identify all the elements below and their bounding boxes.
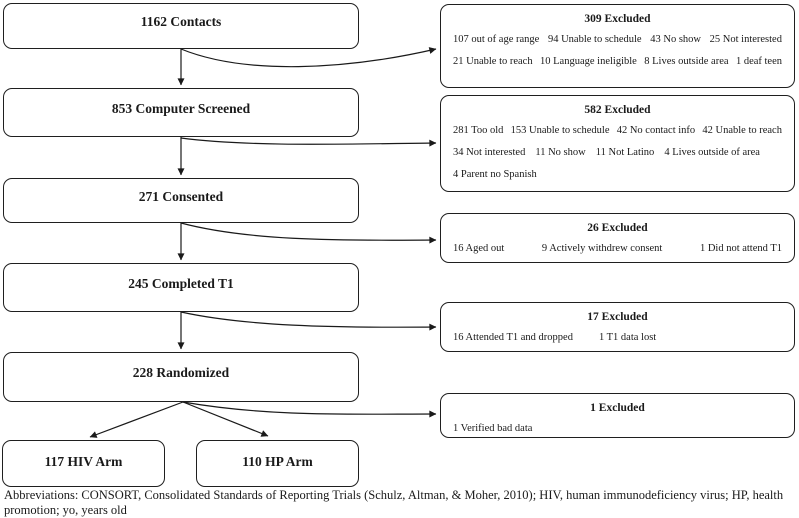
abbreviations-caption: Abbreviations: CONSORT, Consolidated Sta… bbox=[4, 488, 799, 518]
exclusion-item: 16 Attended T1 and dropped bbox=[453, 332, 573, 343]
flow-box-label: 1162 Contacts bbox=[140, 14, 222, 29]
excluded-title: 582 Excluded bbox=[584, 104, 651, 116]
exclusion-item: 11 Not Latino bbox=[595, 147, 655, 158]
excluded-box-309: 309 Excluded 107 out of age range 94 Una… bbox=[440, 4, 795, 88]
flow-box-label: 110 HP Arm bbox=[242, 453, 313, 469]
flow-box-computer-screened: 853 Computer Screened bbox=[3, 88, 359, 137]
exclusion-item: 107 out of age range bbox=[453, 34, 540, 45]
exclusion-item: 94 Unable to schedule bbox=[547, 34, 642, 45]
flow-box-label: 271 Consented bbox=[138, 188, 224, 204]
arrow-screened-to-excluded-582 bbox=[180, 137, 437, 147]
exclusion-row: 1 Verified bad data bbox=[453, 422, 782, 436]
exclusion-item: 9 Actively withdrew consent bbox=[541, 243, 663, 254]
exclusion-item: 43 No show bbox=[650, 34, 701, 45]
exclusion-item: 1 Did not attend T1 bbox=[699, 243, 782, 254]
excluded-box-1: 1 Excluded 1 Verified bad data bbox=[440, 393, 795, 438]
arrow-contacts-to-excluded-309 bbox=[180, 47, 437, 68]
flow-box-label: 228 Randomized bbox=[132, 365, 230, 380]
exclusion-row: 4 Parent no Spanish bbox=[453, 168, 782, 182]
exclusion-row: 34 Not interested 11 No show 11 Not Lati… bbox=[453, 146, 782, 160]
caption-line-1: Abbreviations: CONSORT, Consolidated Sta… bbox=[4, 488, 784, 502]
flow-box-label: 853 Computer Screened bbox=[111, 100, 251, 116]
flow-box-contacts: 1162 Contacts bbox=[3, 3, 359, 49]
arrow-consented-to-excluded-26 bbox=[180, 222, 437, 244]
exclusion-item: 153 Unable to schedule bbox=[510, 125, 610, 136]
excluded-title: 26 Excluded bbox=[587, 222, 648, 234]
arrow-completed-to-excluded-17 bbox=[180, 311, 437, 331]
excluded-title: 1 Excluded bbox=[590, 402, 645, 414]
exclusion-item: 4 Lives outside of area bbox=[664, 147, 760, 158]
flow-box-label: 117 HIV Arm bbox=[44, 453, 123, 469]
exclusion-item: 42 Unable to reach bbox=[702, 125, 782, 136]
arrow-randomized-to-hp-arm bbox=[182, 401, 269, 437]
arrow-randomized-to-excluded-1 bbox=[182, 401, 437, 418]
arrow-randomized-to-hiv-arm bbox=[89, 401, 184, 438]
exclusion-row: 16 Aged out 9 Actively withdrew consent … bbox=[453, 242, 782, 256]
exclusion-item: 10 Language ineligible bbox=[540, 56, 637, 67]
flow-box-completed-t1: 245 Completed T1 bbox=[3, 263, 359, 312]
flow-box-hiv-arm: 117 HIV Arm bbox=[2, 440, 165, 487]
excluded-box-26: 26 Excluded 16 Aged out 9 Actively withd… bbox=[440, 213, 795, 263]
exclusion-item: 1 Verified bad data bbox=[453, 423, 533, 434]
exclusion-row: 281 Too old 153 Unable to schedule 42 No… bbox=[453, 124, 782, 138]
exclusion-row: 107 out of age range 94 Unable to schedu… bbox=[453, 33, 782, 47]
exclusion-item: 4 Parent no Spanish bbox=[453, 169, 537, 180]
excluded-box-582: 582 Excluded 281 Too old 153 Unable to s… bbox=[440, 95, 795, 192]
excluded-title: 17 Excluded bbox=[587, 311, 648, 323]
exclusion-item: 11 No show bbox=[535, 147, 586, 158]
exclusion-item: 281 Too old bbox=[453, 125, 504, 136]
exclusion-item: 1 deaf teen bbox=[735, 56, 782, 67]
exclusion-item: 25 Not interested bbox=[709, 34, 782, 45]
exclusion-item: 16 Aged out bbox=[453, 243, 505, 254]
exclusion-item: 8 Lives outside area bbox=[644, 56, 729, 67]
exclusion-item: 1 T1 data lost bbox=[598, 332, 657, 343]
exclusion-row: 21 Unable to reach 10 Language ineligibl… bbox=[453, 55, 782, 69]
flow-box-consented: 271 Consented bbox=[3, 178, 359, 223]
flow-box-randomized: 228 Randomized bbox=[3, 352, 359, 402]
exclusion-item: 42 No contact info bbox=[616, 125, 696, 136]
exclusion-item: 21 Unable to reach bbox=[453, 56, 533, 67]
flow-box-hp-arm: 110 HP Arm bbox=[196, 440, 359, 487]
exclusion-row: 16 Attended T1 and dropped 1 T1 data los… bbox=[453, 331, 782, 345]
caption-line-2: promotion; yo, years old bbox=[4, 503, 127, 517]
flow-box-label: 245 Completed T1 bbox=[128, 275, 234, 291]
excluded-title: 309 Excluded bbox=[584, 13, 651, 25]
excluded-box-17: 17 Excluded 16 Attended T1 and dropped 1… bbox=[440, 302, 795, 352]
exclusion-item: 34 Not interested bbox=[453, 147, 526, 158]
